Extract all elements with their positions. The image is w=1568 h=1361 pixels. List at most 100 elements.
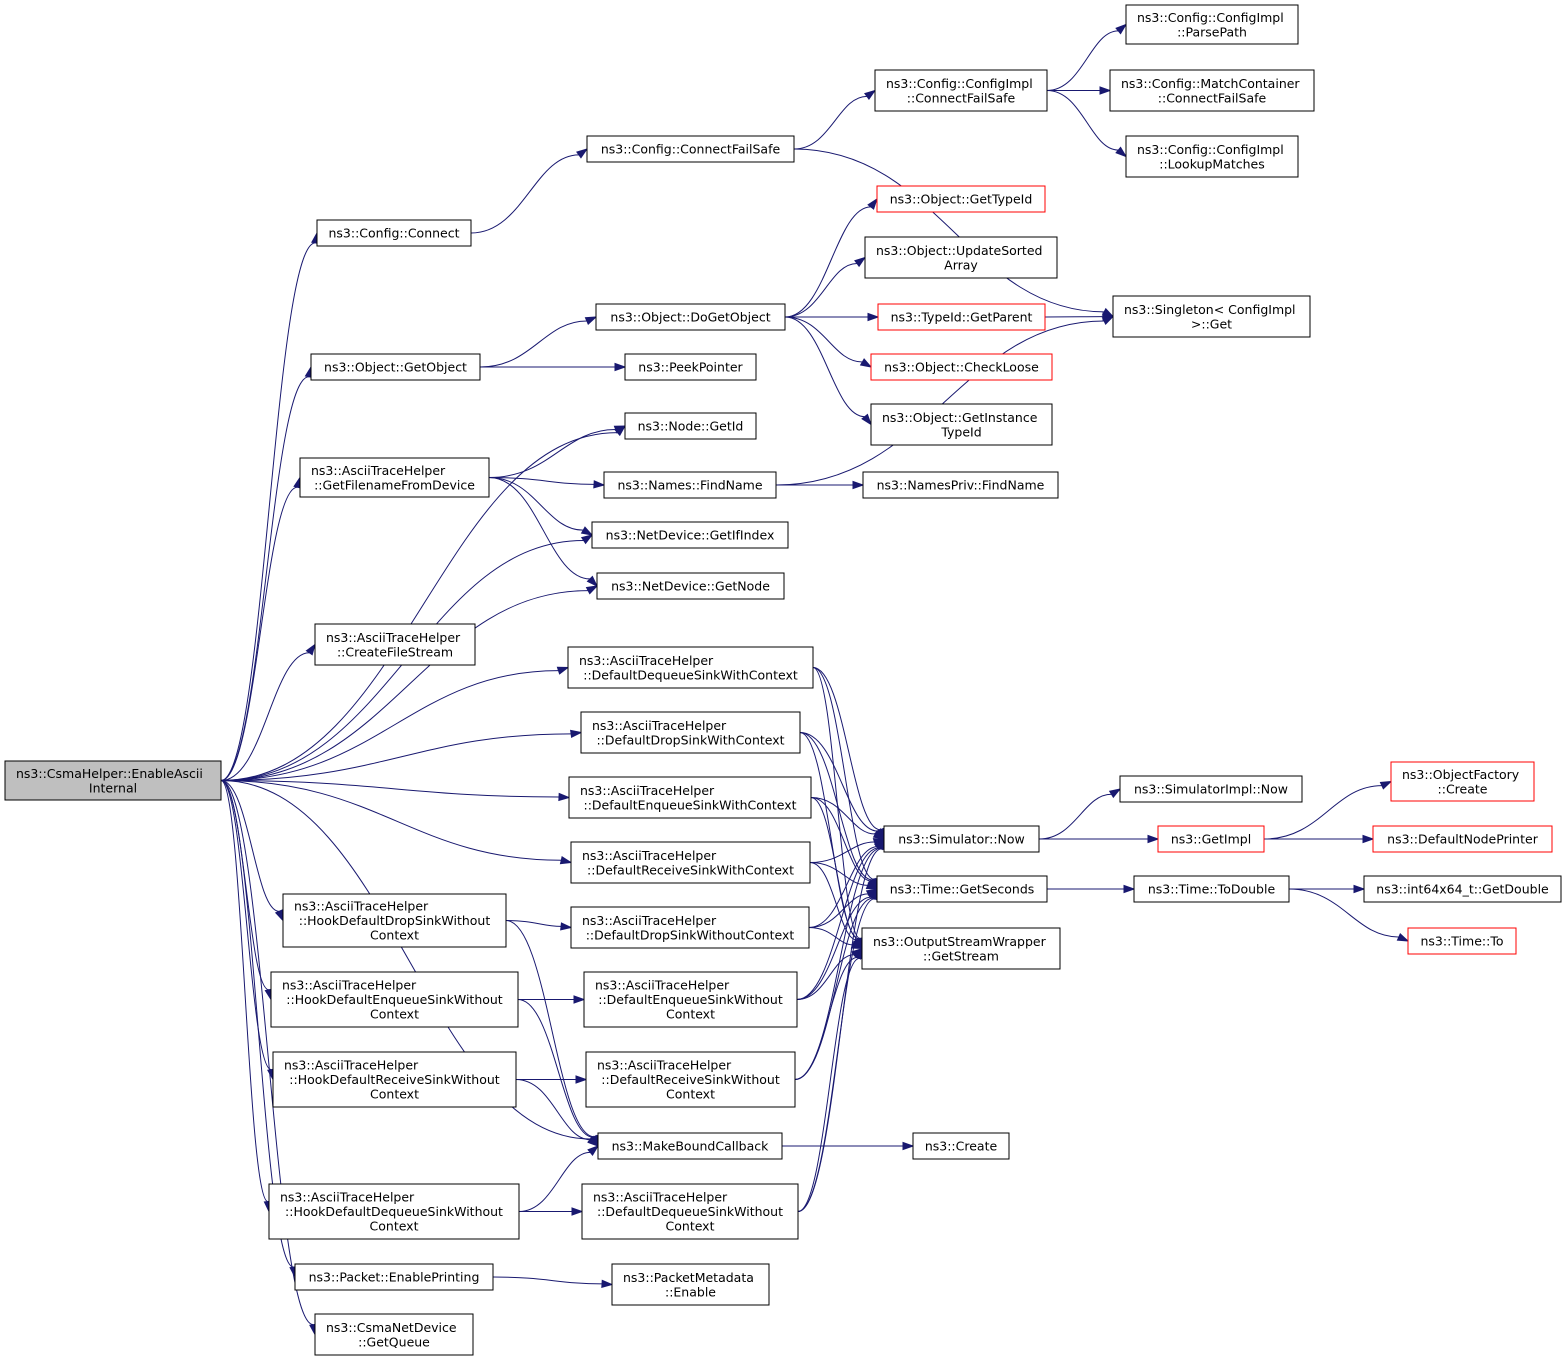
node-get-type-id[interactable]: ns3::Object::GetTypeId — [876, 185, 1046, 213]
node-box — [597, 1132, 783, 1160]
node-d-enq-ctx[interactable]: ns3::AsciiTraceHelper::DefaultEnqueueSin… — [568, 776, 812, 819]
node-get-object[interactable]: ns3::Object::GetObject — [310, 353, 481, 381]
edge-sim-now-to-sim-impl-now — [1038, 788, 1122, 840]
edge-root-to-d-drop-ctx — [220, 729, 583, 781]
node-sim-now[interactable]: ns3::Simulator::Now — [883, 825, 1040, 853]
node-box — [864, 236, 1058, 279]
node-label-line: ns3::AsciiTraceHelper — [580, 783, 715, 798]
node-d-drop-ctx[interactable]: ns3::AsciiTraceHelper::DefaultDropSinkWi… — [580, 711, 801, 754]
node-get-filename[interactable]: ns3::AsciiTraceHelper::GetFilenameFromDe… — [299, 457, 490, 498]
edge-get-filename-to-get-if-index — [488, 477, 594, 536]
node-create-file[interactable]: ns3::AsciiTraceHelper::CreateFileStream — [314, 623, 476, 666]
node-do-get-obj[interactable]: ns3::Object::DoGetObject — [595, 303, 786, 331]
node-get-if-index[interactable]: ns3::NetDevice::GetIfIndex — [591, 521, 789, 549]
edge-to-double-to-time-to — [1288, 888, 1410, 942]
node-cfg-cfs[interactable]: ns3::Config::ConnectFailSafe — [586, 135, 795, 163]
edge-do-get-obj-to-get-type-id — [784, 197, 878, 318]
node-d-recv-ctx[interactable]: ns3::AsciiTraceHelper::DefaultReceiveSin… — [570, 841, 811, 884]
node-box — [624, 412, 757, 440]
node-to-double[interactable]: ns3::Time::ToDouble — [1133, 875, 1290, 903]
node-names-priv-find[interactable]: ns3::NamesPriv::FindName — [862, 471, 1059, 499]
node-label-line: >::Get — [1191, 316, 1232, 331]
edge-h-enq-nc-to-d-enq-nc — [517, 995, 586, 1004]
edge-root-to-create-file — [220, 643, 316, 781]
node-label-line: ns3::Time::GetSeconds — [890, 882, 1035, 897]
node-get-queue[interactable]: ns3::CsmaNetDevice::GetQueue — [314, 1313, 474, 1356]
node-label-line: Array — [944, 257, 978, 272]
node-node-get-id[interactable]: ns3::Node::GetId — [624, 412, 757, 440]
node-box — [570, 841, 811, 884]
node-enable-printing[interactable]: ns3::Packet::EnablePrinting — [294, 1263, 494, 1291]
node-h-deq-nc[interactable]: ns3::AsciiTraceHelper::HookDefaultDequeu… — [268, 1183, 520, 1240]
node-d-deq-nc[interactable]: ns3::AsciiTraceHelper::DefaultDequeueSin… — [581, 1183, 799, 1240]
node-create[interactable]: ns3::Create — [912, 1132, 1010, 1160]
node-label-line: ns3::AsciiTraceHelper — [582, 913, 717, 928]
node-box — [270, 971, 519, 1028]
node-d-drop-nc[interactable]: ns3::AsciiTraceHelper::DefaultDropSinkWi… — [570, 906, 810, 949]
node-box — [1109, 69, 1315, 112]
edge-get-seconds-to-to-double — [1047, 884, 1136, 894]
node-label-line: ns3::Names::FindName — [617, 478, 762, 493]
node-lookup[interactable]: ns3::Config::ConfigImpl::LookupMatches — [1125, 135, 1299, 178]
node-singleton[interactable]: ns3::Singleton< ConfigImpl>::Get — [1112, 295, 1311, 338]
node-get-seconds[interactable]: ns3::Time::GetSeconds — [876, 875, 1048, 903]
node-box — [314, 1313, 474, 1356]
node-label-line: ns3::NetDevice::GetNode — [611, 579, 770, 594]
call-nodes: ns3::CsmaHelper::EnableAsciiInternalns3:… — [4, 4, 1562, 1356]
node-parse-path[interactable]: ns3::Config::ConfigImpl::ParsePath — [1125, 4, 1299, 45]
node-time-to[interactable]: ns3::Time::To — [1407, 927, 1517, 955]
node-label-line: ns3::AsciiTraceHelper — [294, 899, 429, 914]
node-get-stream[interactable]: ns3::OutputStreamWrapper::GetStream — [861, 927, 1061, 970]
node-h-drop-nc[interactable]: ns3::AsciiTraceHelper::HookDefaultDropSi… — [282, 893, 507, 948]
edge-d-recv-ctx-to-get-seconds — [809, 862, 879, 890]
call-edges — [220, 23, 1410, 1336]
node-label-line: ns3::ObjectFactory — [1402, 767, 1520, 782]
node-h-recv-nc[interactable]: ns3::AsciiTraceHelper::HookDefaultReceiv… — [272, 1051, 517, 1108]
node-box — [877, 303, 1046, 331]
node-box — [294, 1263, 494, 1291]
node-d-enq-nc[interactable]: ns3::AsciiTraceHelper::DefaultEnqueueSin… — [583, 971, 798, 1028]
node-get-node[interactable]: ns3::NetDevice::GetNode — [596, 572, 785, 600]
node-label-line: ns3::AsciiTraceHelper — [284, 1058, 419, 1073]
node-label-line: ::HookDefaultDropSinkWithout — [299, 913, 491, 928]
node-box — [595, 303, 786, 331]
node-box — [268, 1183, 520, 1240]
node-check-loose[interactable]: ns3::Object::CheckLoose — [870, 353, 1053, 381]
node-cfg-connect[interactable]: ns3::Config::Connect — [316, 219, 472, 247]
node-obj-factory[interactable]: ns3::ObjectFactory::Create — [1390, 761, 1535, 802]
node-peek[interactable]: ns3::PeekPointer — [624, 353, 757, 381]
node-get-double[interactable]: ns3::int64x64_t::GetDouble — [1363, 875, 1562, 903]
node-box — [876, 185, 1046, 213]
node-d-deq-ctx[interactable]: ns3::AsciiTraceHelper::DefaultDequeueSin… — [567, 646, 814, 689]
node-box — [1119, 775, 1303, 803]
node-get-impl[interactable]: ns3::GetImpl — [1157, 825, 1265, 853]
edge-root-to-get-node — [220, 585, 599, 781]
node-sim-impl-now[interactable]: ns3::SimulatorImpl::Now — [1119, 775, 1303, 803]
node-get-parent[interactable]: ns3::TypeId::GetParent — [877, 303, 1046, 331]
node-label-line: ::Create — [1438, 781, 1488, 796]
edge-cfg-impl-cfs-to-match-cfs — [1047, 86, 1112, 95]
node-d-recv-nc[interactable]: ns3::AsciiTraceHelper::DefaultReceiveSin… — [585, 1051, 796, 1108]
node-cfg-impl-cfs[interactable]: ns3::Config::ConfigImpl::ConnectFailSafe — [874, 69, 1048, 112]
node-label-line: ns3::AsciiTraceHelper — [597, 1058, 732, 1073]
node-box — [580, 711, 801, 754]
node-h-enq-nc[interactable]: ns3::AsciiTraceHelper::HookDefaultEnqueu… — [270, 971, 519, 1028]
node-names-find[interactable]: ns3::Names::FindName — [603, 471, 777, 499]
node-label-line: ::LookupMatches — [1159, 156, 1265, 171]
node-match-cfs[interactable]: ns3::Config::MatchContainer::ConnectFail… — [1109, 69, 1315, 112]
node-label-line: ns3::CsmaNetDevice — [326, 1320, 457, 1335]
edge-cfg-connect-to-cfg-cfs — [470, 148, 589, 234]
node-box — [1125, 4, 1299, 45]
node-box — [581, 1183, 799, 1240]
node-label-line: Context — [370, 928, 419, 943]
node-def-node-printer[interactable]: ns3::DefaultNodePrinter — [1372, 825, 1553, 853]
edge-cfg-cfs-to-singleton — [793, 148, 1115, 318]
edge-do-get-obj-to-get-parent — [785, 312, 880, 322]
edge-do-get-obj-to-upd-sorted — [784, 256, 867, 318]
node-make-bound[interactable]: ns3::MakeBoundCallback — [597, 1132, 783, 1160]
node-box — [862, 471, 1059, 499]
node-pm-enable[interactable]: ns3::PacketMetadata::Enable — [611, 1263, 770, 1306]
